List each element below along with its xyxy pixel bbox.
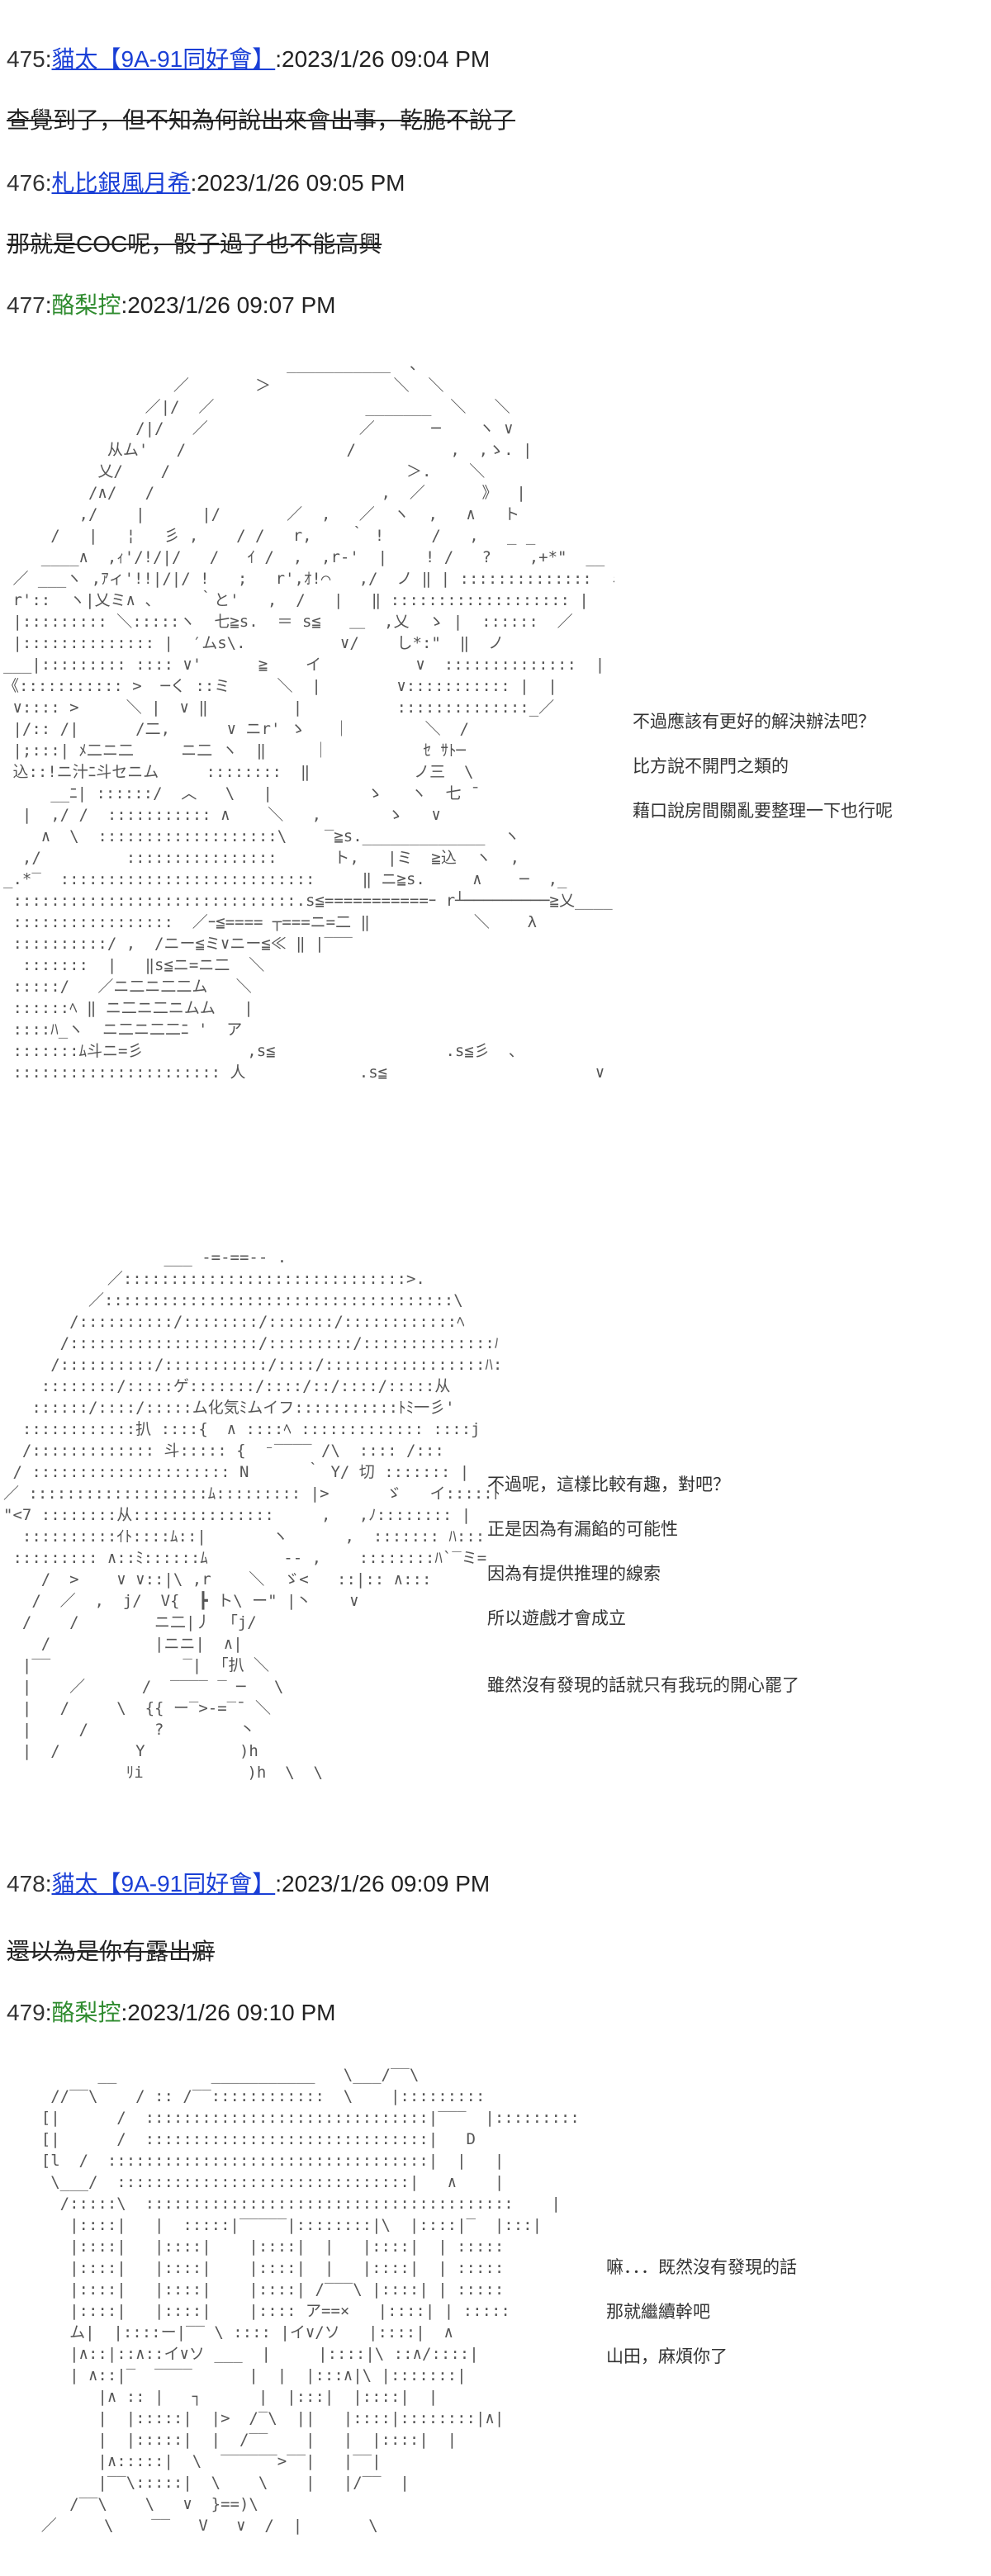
post-timestamp: 2023/1/26 09:10 PM bbox=[127, 2000, 336, 2025]
post-body-478: 還以為是你有露出癖 bbox=[7, 1939, 216, 1964]
post-timestamp: 2023/1/26 09:07 PM bbox=[127, 292, 336, 318]
dialogue-line: 雖然沒有發現的話就只有我玩的開心罷了 bbox=[487, 1676, 799, 1695]
post-header-479: 479:酪梨控:2023/1/26 09:10 PM bbox=[7, 2000, 336, 2025]
poster-name: 酪梨控 bbox=[51, 292, 121, 318]
dialogue-line: 那就繼續幹吧 bbox=[606, 2303, 710, 2322]
post-header-477: 477:酪梨控:2023/1/26 09:07 PM bbox=[7, 292, 336, 318]
post-timestamp: 2023/1/26 09:05 PM bbox=[197, 170, 405, 196]
post-header-478: 478:貓太【9A-91同好會】:2023/1/26 09:09 PM bbox=[7, 1871, 491, 1896]
dialogue-line: 山田，麻煩你了 bbox=[606, 2347, 728, 2366]
post-number: 477 bbox=[7, 292, 45, 318]
dialogue-line: 不過呢，這樣比較有趣，對吧？ bbox=[487, 1475, 730, 1494]
post-body-475: 查覺到了，但不知為何說出來會出事，乾脆不說了 bbox=[7, 107, 516, 133]
ascii-art-scene-1: ___________ 、 ／ ＞ ＼ ＼ ／|/ ／ _______ ＼ ＼ … bbox=[3, 355, 614, 1082]
dialogue-scene-1: 不過應該有更好的解決辦法吧？ 比方說不開門之類的 藉口說房間關亂要整理一下也行呢 bbox=[633, 700, 893, 834]
post-header-475: 475:貓太【9A-91同好會】:2023/1/26 09:04 PM bbox=[7, 46, 491, 72]
post-timestamp: 2023/1/26 09:09 PM bbox=[282, 1871, 491, 1896]
dialogue-line: 嘛．．．既然沒有發現的話 bbox=[606, 2258, 797, 2277]
poster-name-link[interactable]: 貓太【9A-91同好會】 bbox=[51, 46, 276, 72]
post-body-476: 那就是COC呢，骰子過了也不能高興 bbox=[7, 231, 382, 257]
poster-name-link[interactable]: 貓太【9A-91同好會】 bbox=[51, 1871, 276, 1896]
post-number: 479 bbox=[7, 2000, 45, 2025]
ascii-art-scene-3: __ ___________ \___/‾‾\ //‾‾\ / :: /‾‾::… bbox=[40, 2066, 580, 2535]
post-header-476: 476:札比銀風月希:2023/1/26 09:05 PM bbox=[7, 170, 405, 196]
post-number: 478 bbox=[7, 1871, 45, 1896]
dialogue-line: 藉口說房間關亂要整理一下也行呢 bbox=[633, 802, 893, 821]
post-number: 476 bbox=[7, 170, 45, 196]
dialogue-line: 比方說不開門之類的 bbox=[633, 757, 789, 776]
dialogue-scene-2: 不過呢，這樣比較有趣，對吧？ 正是因為有漏餡的可能性 因為有提供推理的線索 所以… bbox=[487, 1463, 799, 1708]
dialogue-line: 不過應該有更好的解決辦法吧？ bbox=[633, 713, 875, 732]
dialogue-line: 正是因為有漏餡的可能性 bbox=[487, 1520, 678, 1539]
post-number: 475 bbox=[7, 46, 45, 72]
ascii-art-scene-2: ___ -=-==-- . ／:::::::::::::::::::::::::… bbox=[3, 1248, 499, 1782]
poster-name: 酪梨控 bbox=[51, 2000, 121, 2025]
dialogue-line: 因為有提供推理的線索 bbox=[487, 1565, 661, 1584]
post-timestamp: 2023/1/26 09:04 PM bbox=[282, 46, 491, 72]
dialogue-line: 所以遊戲才會成立 bbox=[487, 1609, 626, 1628]
dialogue-scene-3: 嘛．．．既然沒有發現的話 那就繼續幹吧 山田，麻煩你了 bbox=[606, 2246, 797, 2379]
poster-name-link[interactable]: 札比銀風月希 bbox=[51, 170, 191, 196]
